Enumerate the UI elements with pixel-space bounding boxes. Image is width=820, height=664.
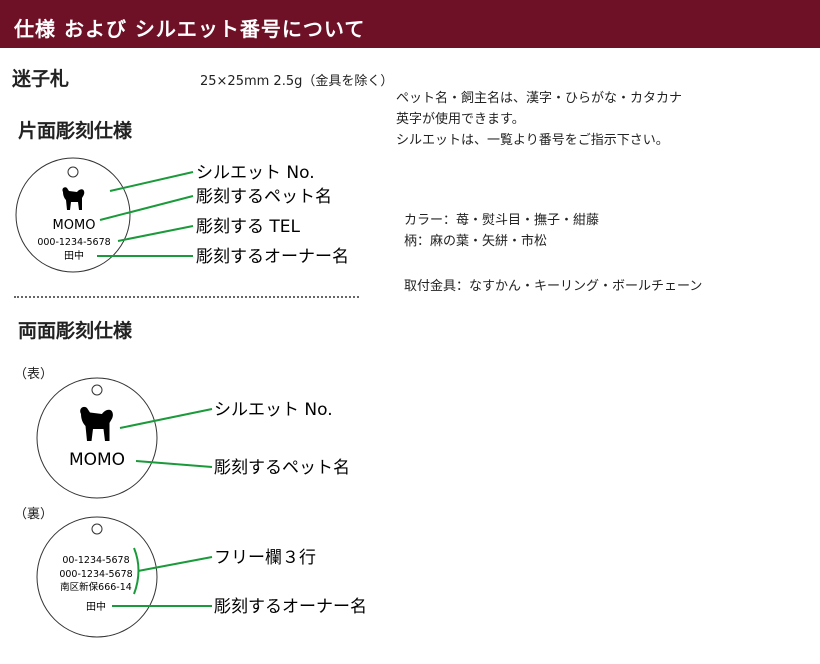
section-divider <box>14 296 359 298</box>
tag-pet-name: MOMO <box>53 218 96 233</box>
tag-title: 迷子札 <box>12 68 70 90</box>
callout-tel: 彫刻する TEL <box>196 217 301 237</box>
back-label: （裏） <box>14 507 54 522</box>
callout-silhouette-no: シルエット No. <box>214 400 333 420</box>
dog-silhouette-icon <box>80 406 113 441</box>
note-line: シルエットは、一覧より番号をご指示下さい。 <box>396 133 669 148</box>
callout-owner-name: 彫刻するオーナー名 <box>214 597 367 617</box>
page-title: 仕様 および シルエット番号について <box>14 17 366 41</box>
note-line: ペット名・飼主名は、漢字・ひらがな・カタカナ <box>396 91 683 106</box>
tag-outline <box>15 157 131 273</box>
callout-line <box>135 460 213 468</box>
free-line-3: 南区新保666-14 <box>60 581 132 593</box>
tag-owner: 田中 <box>64 249 84 262</box>
callout-line <box>137 556 213 572</box>
single-side-tag: MOMO 000-1234-5678 田中 シルエット No. 彫刻するペット名… <box>15 157 349 273</box>
tag-outline <box>36 377 158 499</box>
fitting-options: 取付金具：なすかん・キーリング・ボールチェーン <box>404 279 703 294</box>
back-owner: 田中 <box>86 600 106 613</box>
callout-owner-name: 彫刻するオーナー名 <box>196 247 349 267</box>
callout-pet-name: 彫刻するペット名 <box>196 187 332 207</box>
callout-silhouette-no: シルエット No. <box>196 163 315 183</box>
back-side-tag: 00-1234-5678 000-1234-5678 南区新保666-14 田中… <box>36 516 367 638</box>
name-notes: ペット名・飼主名は、漢字・ひらがな・カタカナ 英字が使用できます。 シルエットは… <box>396 88 682 151</box>
pattern-options: 柄：麻の葉・矢絣・市松 <box>404 234 548 249</box>
tag-phone: 000-1234-5678 <box>37 237 110 248</box>
tag-size: 25×25mm 2.5g（金具を除く） <box>200 74 394 89</box>
tag-hole <box>91 523 103 535</box>
page-header: 仕様 および シルエット番号について <box>0 0 820 48</box>
front-label: （表） <box>14 367 54 382</box>
dog-silhouette-icon <box>62 187 85 210</box>
tag-hole <box>67 166 79 178</box>
color-options: カラー：苺・熨斗目・撫子・紺藤 <box>404 213 600 228</box>
front-pet-name: MOMO <box>69 450 125 470</box>
free-line-2: 000-1234-5678 <box>59 569 132 580</box>
callout-free-lines: フリー欄３行 <box>214 548 316 568</box>
callout-line <box>119 408 213 429</box>
double-side-title: 両面彫刻仕様 <box>18 320 133 342</box>
callout-line <box>117 225 194 242</box>
front-side-tag: MOMO シルエット No. 彫刻するペット名 <box>36 377 350 499</box>
color-notes: カラー：苺・熨斗目・撫子・紺藤 柄：麻の葉・矢絣・市松 <box>404 210 599 252</box>
callout-line <box>109 171 194 192</box>
callout-pet-name: 彫刻するペット名 <box>214 458 350 478</box>
tag-hole <box>91 384 103 396</box>
single-side-title: 片面彫刻仕様 <box>18 120 133 142</box>
free-line-1: 00-1234-5678 <box>62 555 129 566</box>
callout-line <box>99 195 194 221</box>
note-line: 英字が使用できます。 <box>396 112 525 127</box>
